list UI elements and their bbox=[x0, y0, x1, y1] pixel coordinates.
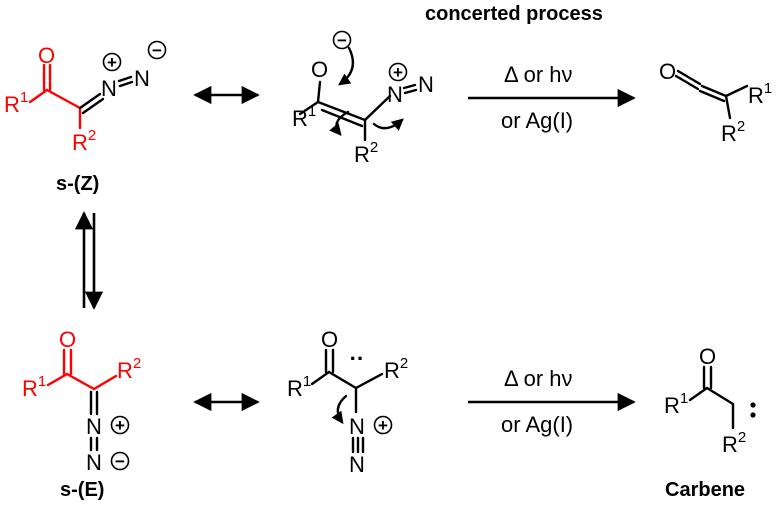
diazonium-r2: R2 bbox=[384, 355, 408, 383]
s-e-r1: R1 bbox=[22, 373, 46, 401]
diazonium-lone-pair: ·· bbox=[350, 346, 365, 371]
enolate-n2: N bbox=[418, 72, 434, 97]
s-z-minus: − bbox=[152, 41, 162, 60]
scheme-title: concerted process bbox=[425, 3, 603, 25]
s-z-r1: R1 bbox=[4, 89, 28, 117]
enolate-n1: N bbox=[387, 82, 403, 107]
diazonium-plus: + bbox=[378, 416, 388, 435]
ketene-product: O R1 R2 bbox=[659, 59, 772, 146]
s-z-plus: + bbox=[107, 53, 117, 72]
s-z-r2: R2 bbox=[72, 127, 96, 155]
diazonium-resonance-form: O R1 R2 ·· N + N bbox=[287, 327, 408, 477]
diazonium-oxygen: O bbox=[321, 327, 338, 352]
conditions-bottom-line2: or Ag(I) bbox=[501, 412, 573, 437]
enolate-resonance-form: O − R1 R2 N N + bbox=[292, 30, 434, 167]
equilibrium-arrows bbox=[74, 211, 104, 310]
s-z-oxygen: O bbox=[38, 43, 55, 68]
s-e-label: s-(E) bbox=[60, 479, 104, 501]
carbene-oxygen: O bbox=[699, 344, 716, 369]
enolate-r1: R1 bbox=[292, 103, 316, 131]
enolate-r2: R2 bbox=[354, 139, 378, 167]
s-z-n1: N bbox=[101, 76, 117, 101]
ketene-r1: R1 bbox=[748, 80, 772, 108]
ketene-oxygen: O bbox=[659, 59, 676, 84]
conditions-top-line2: or Ag(I) bbox=[501, 108, 573, 133]
s-e-diazoketone: O R1 R2 N + N − bbox=[22, 327, 141, 475]
s-z-label: s-(Z) bbox=[56, 173, 99, 195]
s-z-diazoketone: O R1 R2 N N + − bbox=[4, 40, 167, 155]
carbene-label: Carbene bbox=[665, 479, 745, 501]
carbene-product: O R1 R2 bbox=[664, 344, 756, 457]
s-e-plus: + bbox=[115, 416, 125, 435]
conditions-bottom-line1: Δ or hν bbox=[504, 366, 573, 391]
diazonium-r1: R1 bbox=[287, 373, 311, 401]
enolate-minus: − bbox=[337, 31, 347, 50]
carbene-r2: R2 bbox=[722, 429, 746, 457]
s-e-n2: N bbox=[86, 450, 102, 475]
s-e-oxygen: O bbox=[59, 327, 76, 352]
s-e-n1: N bbox=[86, 414, 102, 439]
s-e-minus: − bbox=[115, 452, 125, 471]
diazonium-n1: N bbox=[349, 414, 365, 439]
conditions-top-line1: Δ or hν bbox=[504, 62, 573, 87]
ketene-r2: R2 bbox=[721, 118, 745, 146]
s-e-r2: R2 bbox=[117, 355, 141, 383]
s-z-n2: N bbox=[134, 66, 150, 91]
carbene-r1: R1 bbox=[664, 390, 688, 418]
enolate-oxygen: O bbox=[311, 57, 328, 82]
enolate-plus: + bbox=[393, 63, 403, 82]
diazonium-n2: N bbox=[349, 452, 365, 477]
